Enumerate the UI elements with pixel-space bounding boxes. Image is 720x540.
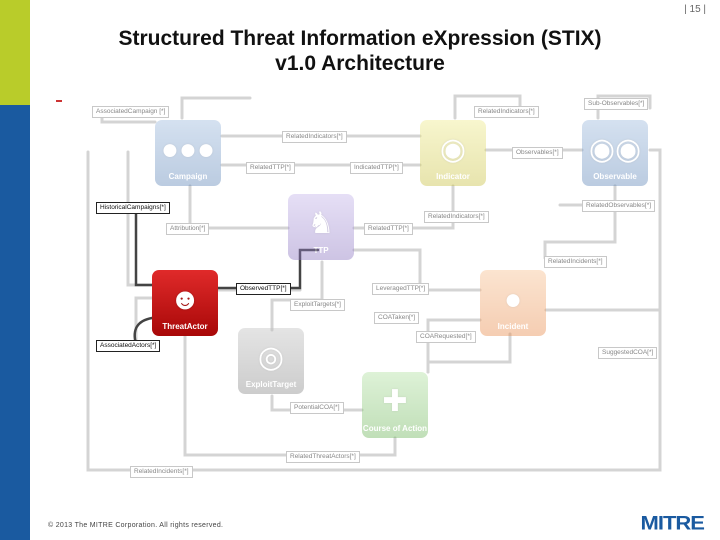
relation-label: COATaken[*]	[374, 312, 420, 324]
relation-label: COARequested[*]	[416, 331, 476, 343]
relation-label: Sub-Observables[*]	[584, 98, 649, 110]
relation-label: RelatedIncidents[*]	[130, 466, 193, 478]
slide-title: Structured Threat Information eXpression…	[118, 27, 602, 50]
ttp-node[interactable]: ♞ TTP	[288, 194, 354, 260]
fingerprint-icon: ◉	[439, 133, 467, 166]
relation-label: ExploitTargets[*]	[290, 299, 345, 311]
relation-label: RelatedTTP[*]	[246, 162, 295, 174]
relation-label: SuggestedCOA[*]	[598, 347, 658, 359]
relation-label: LeveragedTTP[*]	[372, 283, 430, 295]
relation-label: Attribution[*]	[166, 223, 210, 235]
observable-node[interactable]: ◉◉ Observable	[582, 120, 648, 186]
relation-label: AssociatedCampaign [*]	[92, 106, 170, 118]
relation-label: Observables[*]	[512, 147, 563, 159]
accent-bar-green	[0, 0, 30, 105]
relation-label: PotentialCOA[*]	[290, 402, 344, 414]
relation-label: RelatedThreatActors[*]	[286, 451, 360, 463]
relation-label: RelatedIncidents[*]	[544, 256, 607, 268]
indicator-node[interactable]: ◉ Indicator	[420, 120, 486, 186]
relation-label: RelatedObservables[*]	[582, 200, 656, 212]
group-icon: ●●●	[160, 133, 216, 166]
relation-label-active: ObservedTTP[*]	[236, 283, 291, 295]
slide-subtitle: v1.0 Architecture	[275, 52, 445, 75]
relation-label: RelatedTTP[*]	[364, 223, 413, 235]
relation-label-active: AssociatedActors[*]	[96, 340, 161, 352]
masked-person-icon: ☻	[169, 283, 201, 316]
target-icon: ◎	[257, 341, 285, 374]
syringe-icon: ✚	[382, 385, 408, 418]
relation-label: RelatedIndicators[*]	[424, 211, 489, 223]
threat-actor-node[interactable]: ☻ ThreatActor	[152, 270, 218, 336]
relation-label: RelatedIndicators[*]	[474, 106, 539, 118]
binoculars-icon: ◉◉	[588, 133, 642, 166]
course-of-action-node[interactable]: ✚ Course of Action	[362, 372, 428, 438]
relation-label: RelatedIndicators[*]	[282, 131, 347, 143]
accent-tick	[56, 100, 62, 102]
accent-bar-blue	[0, 105, 30, 540]
incident-node[interactable]: ● Incident	[480, 270, 546, 336]
relation-label-active: HistoricalCampaigns[*]	[96, 202, 170, 214]
copyright-text: © 2013 The MITRE Corporation. All rights…	[48, 522, 224, 529]
relation-label: IndicatedTTP[*]	[350, 162, 403, 174]
mitre-logo: MITRE	[640, 511, 705, 534]
chess-knight-icon: ♞	[307, 207, 335, 240]
exploit-target-node[interactable]: ◎ ExploitTarget	[238, 328, 304, 394]
bomb-icon: ●	[503, 283, 523, 316]
campaign-node[interactable]: ●●● Campaign	[155, 120, 221, 186]
page-number: | 15 |	[684, 4, 706, 15]
